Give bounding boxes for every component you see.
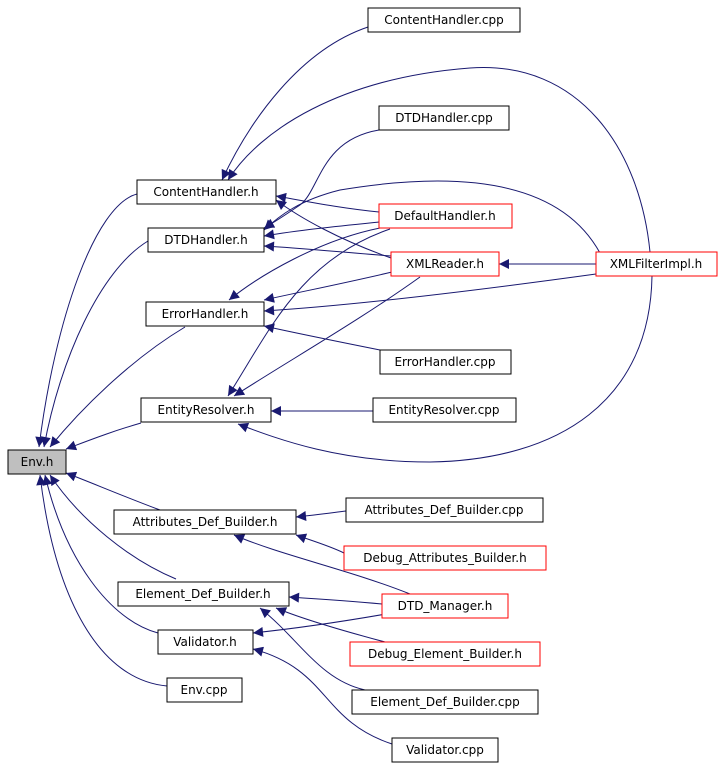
- node-debug-element-builder-h[interactable]: Debug_Element_Builder.h: [349, 641, 541, 667]
- edge-xmlfilterimpl-h-to-entityresolver-h: [237, 275, 653, 463]
- edge-defaulthandler-h-to-contenthandler-h: [275, 192, 380, 213]
- edge-xmlreader-h-to-contenthandler-h: [275, 199, 392, 259]
- node-label: Env.h: [21, 455, 54, 469]
- node-contenthandler-cpp[interactable]: ContentHandler.cpp: [367, 7, 521, 33]
- node-label: XMLFilterImpl.h: [610, 257, 703, 271]
- node-dtdhandler-cpp[interactable]: DTDHandler.cpp: [378, 105, 510, 131]
- node-debug-attributes-builder-h[interactable]: Debug_Attributes_Builder.h: [343, 545, 547, 571]
- node-label: DTD_Manager.h: [398, 599, 493, 613]
- edge-defaulthandler-h-to-dtdhandler-h: [263, 221, 380, 240]
- node-label: Debug_Attributes_Builder.h: [363, 551, 526, 565]
- edge-errorhandler-h-to-env-h: [49, 326, 186, 448]
- edge-element-def-builder-cpp-to-element-def-builder-h: [259, 607, 366, 691]
- node-entityresolver-h[interactable]: EntityResolver.h: [140, 397, 272, 423]
- edge-contenthandler-cpp-to-contenthandler-h: [221, 26, 369, 181]
- node-contenthandler-h[interactable]: ContentHandler.h: [136, 179, 277, 205]
- edge-dtd-manager-h-to-element-def-builder-h: [288, 592, 383, 605]
- node-xmlreader-h[interactable]: XMLReader.h: [390, 251, 500, 277]
- node-label: DTDHandler.h: [164, 233, 247, 247]
- node-label: DTDHandler.cpp: [395, 111, 493, 125]
- node-errorhandler-cpp[interactable]: ErrorHandler.cpp: [379, 349, 512, 375]
- node-attributes-def-builder-h[interactable]: Attributes_Def_Builder.h: [113, 509, 297, 535]
- edge-xmlfilterimpl-h-to-errorhandler-h: [263, 273, 597, 316]
- node-label: DefaultHandler.h: [394, 209, 495, 223]
- node-validator-h[interactable]: Validator.h: [157, 629, 254, 655]
- edge-defaulthandler-h-to-errorhandler-h: [228, 227, 381, 301]
- node-attributes-def-builder-cpp[interactable]: Attributes_Def_Builder.cpp: [345, 497, 544, 523]
- edge-dtdhandler-cpp-to-dtdhandler-h: [263, 129, 380, 229]
- edges: [35, 26, 653, 745]
- node-label: ErrorHandler.cpp: [394, 355, 495, 369]
- node-errorhandler-h[interactable]: ErrorHandler.h: [145, 301, 265, 327]
- node-label: Validator.h: [173, 635, 237, 649]
- edge-validator-h-to-env-h: [42, 474, 159, 634]
- edge-xmlreader-h-to-errorhandler-h: [263, 271, 393, 303]
- nodes: Env.h ContentHandler.cpp ContentHandler.…: [7, 7, 718, 763]
- edge-debug-element-builder-h-to-element-def-builder-h: [275, 607, 386, 643]
- edge-entityresolver-h-to-env-h: [65, 422, 142, 451]
- node-label: Debug_Element_Builder.h: [368, 647, 522, 661]
- edge-validator-cpp-to-validator-h: [252, 646, 393, 745]
- node-label: Env.cpp: [180, 683, 227, 697]
- node-env-cpp[interactable]: Env.cpp: [166, 677, 243, 703]
- node-defaulthandler-h[interactable]: DefaultHandler.h: [378, 203, 513, 229]
- node-element-def-builder-cpp[interactable]: Element_Def_Builder.cpp: [351, 689, 539, 715]
- node-env-h[interactable]: Env.h: [7, 449, 67, 475]
- node-dtdhandler-h[interactable]: DTDHandler.h: [147, 227, 265, 253]
- node-label: ErrorHandler.h: [162, 307, 249, 321]
- node-entityresolver-cpp[interactable]: EntityResolver.cpp: [372, 397, 517, 423]
- edge-defaulthandler-h-to-entityresolver-h: [227, 228, 391, 397]
- edge-dtd-manager-h-to-validator-h: [252, 613, 387, 637]
- edge-debug-attributes-builder-h-to-attributes-def-builder-h: [295, 533, 345, 554]
- edge-xmlfilterimpl-h-to-dtdhandler-h: [263, 180, 601, 254]
- node-label: Validator.cpp: [406, 743, 484, 757]
- node-dtd-manager-h[interactable]: DTD_Manager.h: [381, 593, 509, 619]
- edge-attributes-def-builder-cpp-to-attributes-def-builder-h: [295, 510, 347, 521]
- edge-xmlreader-h-to-dtdhandler-h: [263, 241, 392, 257]
- edge-xmlreader-h-to-entityresolver-h: [233, 276, 421, 397]
- edge-xmlfilterimpl-h-to-contenthandler-h: [227, 67, 651, 253]
- node-label: XMLReader.h: [406, 257, 484, 271]
- edge-attributes-def-builder-h-to-env-h: [65, 471, 161, 511]
- edge-errorhandler-cpp-to-errorhandler-h: [263, 323, 381, 351]
- node-label: Attributes_Def_Builder.cpp: [364, 503, 523, 517]
- edge-env-cpp-to-env-h: [36, 474, 168, 687]
- node-label: Element_Def_Builder.h: [135, 587, 270, 601]
- node-validator-cpp[interactable]: Validator.cpp: [391, 737, 499, 763]
- edge-contenthandler-h-to-env-h: [35, 193, 138, 448]
- node-label: EntityResolver.cpp: [388, 403, 499, 417]
- edge-dtd-manager-h-to-attributes-def-builder-h: [233, 534, 411, 595]
- node-label: Attributes_Def_Builder.h: [133, 515, 278, 529]
- node-label: Element_Def_Builder.cpp: [370, 695, 520, 709]
- node-xmlfilterimpl-h[interactable]: XMLFilterImpl.h: [595, 251, 718, 277]
- node-element-def-builder-h[interactable]: Element_Def_Builder.h: [117, 581, 290, 607]
- node-label: ContentHandler.h: [153, 185, 258, 199]
- edge-element-def-builder-h-to-env-h: [49, 474, 177, 580]
- node-label: EntityResolver.h: [158, 403, 255, 417]
- edge-dtdhandler-h-to-env-h: [40, 240, 149, 448]
- node-label: ContentHandler.cpp: [384, 13, 504, 27]
